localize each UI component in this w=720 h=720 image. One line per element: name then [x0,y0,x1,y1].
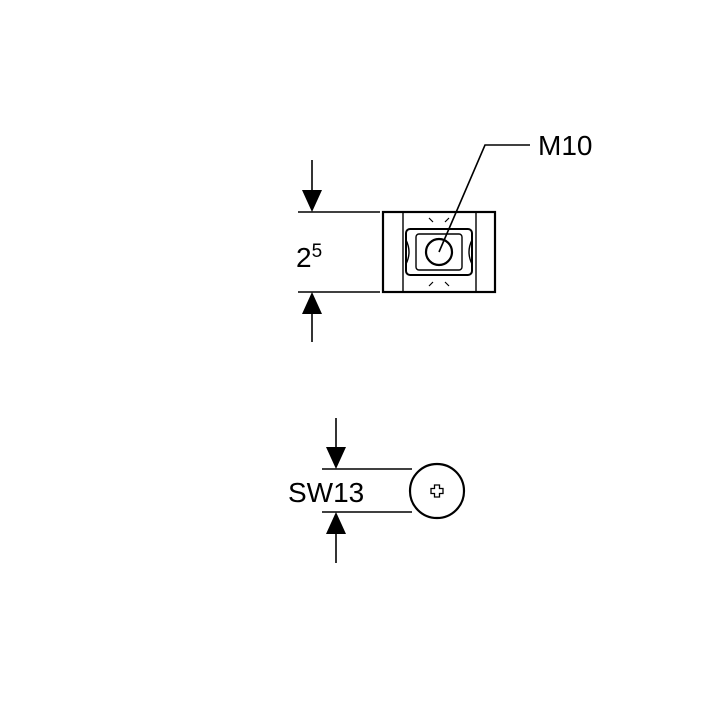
m10-leader-line [438,144,530,253]
screw-head-outline [408,462,466,520]
thread-hole-icon [424,237,454,267]
height-dimension-base: 2 [296,242,312,273]
height-dimension-superscript: 5 [312,241,323,262]
nut-holder-view: 25 M10 [296,130,592,342]
arrow-down-icon [326,447,346,469]
bottom-tick-marks [428,281,450,287]
arrow-down-icon [302,190,322,212]
clip-right [468,239,473,265]
arrow-up-icon [302,292,322,314]
wrench-size-label: SW13 [288,477,364,508]
top-tick-marks [428,217,450,223]
nut-pocket [405,228,473,276]
phillips-screw-head-icon [408,462,466,520]
phillips-cross [430,484,444,498]
arrow-up-icon [326,512,346,534]
clip-left [405,239,410,265]
holder-outline [381,210,497,294]
nut-holder-body [381,210,497,294]
height-dimension-label: 25 [296,241,322,273]
screw-head-view: SW13 [288,418,466,563]
height-dimension [298,160,380,342]
wrench-size-dimension [322,418,412,563]
part-label-m10: M10 [538,130,592,161]
nut-pocket-inner [415,233,463,271]
